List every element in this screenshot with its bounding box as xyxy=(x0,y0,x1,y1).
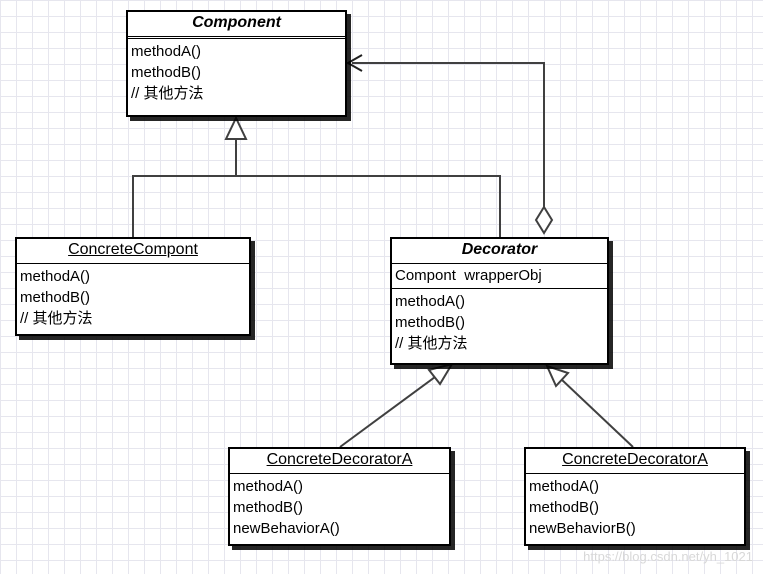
method-item: // 其他方法 xyxy=(131,85,204,102)
inheritance-line-decorator xyxy=(236,175,501,237)
class-concrete-decorator-a-right[interactable]: ConcreteDecoratorA methodA() methodB() n… xyxy=(524,447,746,546)
method-item: // 其他方法 xyxy=(20,310,93,327)
method-item: methodA() xyxy=(529,478,600,495)
method-item: methodB() xyxy=(131,64,202,81)
class-decorator-attributes: Compont wrapperObj xyxy=(392,264,607,289)
inheritance-line-decorator-a1 xyxy=(339,376,436,448)
method-item: // 其他方法 xyxy=(395,335,468,352)
inheritance-arrowhead-component xyxy=(224,115,248,140)
class-decorator-name: Decorator xyxy=(392,239,607,264)
class-decorator-methods: methodA() methodB() // 其他方法 xyxy=(392,289,607,356)
class-concrete-decorator-a-left[interactable]: ConcreteDecoratorA methodA() methodB() n… xyxy=(228,447,451,546)
watermark-text: https://blog.csdn.net/yh_1021 xyxy=(583,549,753,564)
attribute-item: Compont wrapperObj xyxy=(395,267,542,284)
method-item: methodA() xyxy=(233,478,304,495)
aggregation-arrowhead xyxy=(345,54,363,72)
method-item: methodB() xyxy=(233,499,304,516)
aggregation-diamond xyxy=(534,205,554,235)
inheritance-arrowhead-decorator-a1 xyxy=(427,362,455,386)
class-decorator[interactable]: Decorator Compont wrapperObj methodA() m… xyxy=(390,237,609,365)
method-item: methodB() xyxy=(20,289,91,306)
inheritance-line-concretecompont xyxy=(132,175,236,237)
class-component-methods: methodA() methodB() // 其他方法 xyxy=(128,39,345,106)
class-component[interactable]: Component methodA() methodB() // 其他方法 xyxy=(126,10,347,117)
method-item: methodA() xyxy=(20,268,91,285)
class-concrete-decorator-a-left-name: ConcreteDecoratorA xyxy=(230,449,449,474)
class-component-name: Component xyxy=(128,12,345,39)
method-item: methodB() xyxy=(529,499,600,516)
class-concrete-compont-methods: methodA() methodB() // 其他方法 xyxy=(17,264,249,331)
class-concrete-compont[interactable]: ConcreteCompont methodA() methodB() // 其… xyxy=(15,237,251,336)
method-item: newBehaviorA() xyxy=(233,520,340,537)
class-concrete-compont-name: ConcreteCompont xyxy=(17,239,249,264)
method-item: methodA() xyxy=(131,43,202,60)
class-concrete-decorator-a-right-name: ConcreteDecoratorA xyxy=(526,449,744,474)
aggregation-line xyxy=(352,62,545,207)
method-item: methodB() xyxy=(395,314,466,331)
method-item: methodA() xyxy=(395,293,466,310)
inheritance-arrowhead-decorator-a2 xyxy=(545,364,570,388)
class-concrete-decorator-a-left-methods: methodA() methodB() newBehaviorA() xyxy=(230,474,449,541)
class-concrete-decorator-a-right-methods: methodA() methodB() newBehaviorB() xyxy=(526,474,744,541)
inheritance-line-decorator-a2 xyxy=(560,378,634,448)
method-item: newBehaviorB() xyxy=(529,520,636,537)
